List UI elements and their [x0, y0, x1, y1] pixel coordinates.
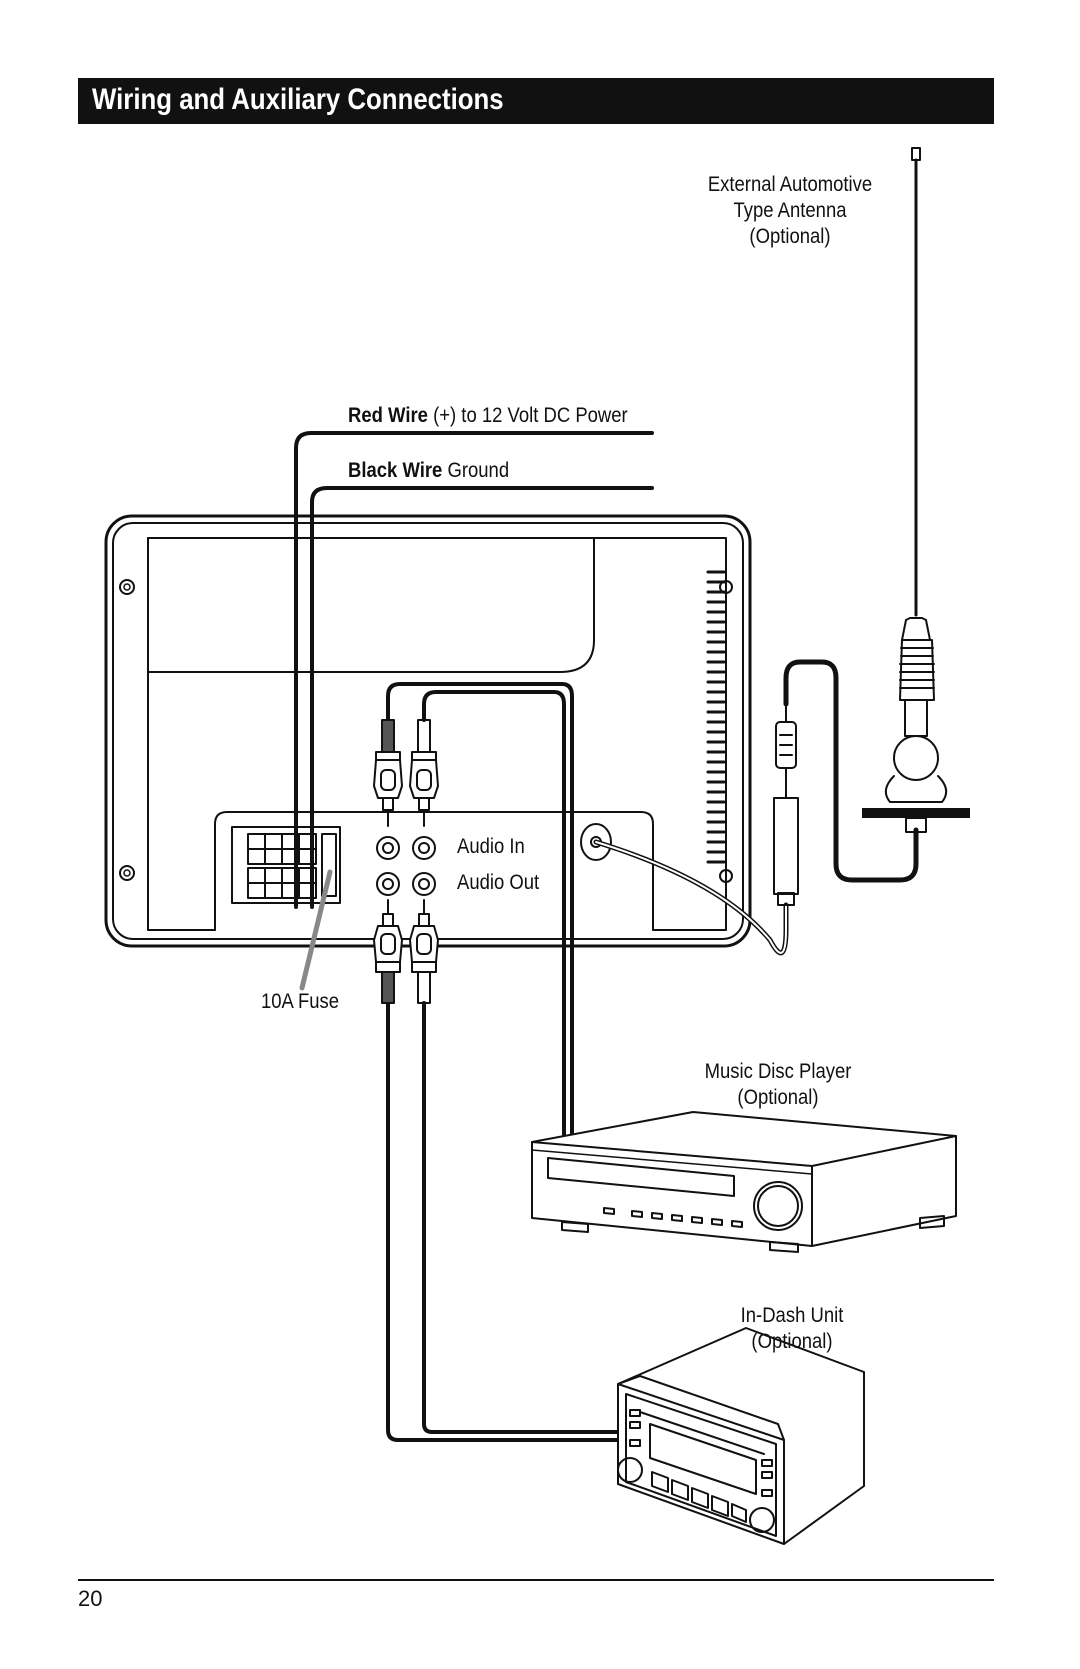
antenna-label-line1: External Automotive [707, 173, 873, 196]
music-disc-player [531, 1111, 957, 1253]
black-wire-label: Black Wire Ground [348, 458, 509, 484]
rca-plugs-upper [373, 719, 439, 827]
black-wire [310, 486, 654, 909]
antenna [884, 147, 948, 803]
vent-slots [706, 570, 726, 864]
antenna-base [862, 808, 970, 818]
red-wire-label-bold: Red Wire [348, 404, 428, 427]
antenna-lead [783, 659, 919, 883]
black-wire-label-rest: Ground [442, 459, 510, 482]
antenna-label-line2: Type Antenna [733, 199, 847, 222]
power-connector [231, 826, 341, 904]
fuse-label: 10A Fuse [261, 990, 340, 1013]
section-header: Wiring and Auxiliary Connections [78, 78, 994, 124]
antenna-label-line3: (Optional) [749, 225, 831, 248]
music-player-label-line2: (Optional) [737, 1086, 819, 1109]
audio-in-label: Audio In [457, 835, 525, 858]
in-dash-unit [617, 1327, 865, 1545]
black-wire-label-bold: Black Wire [348, 459, 443, 482]
rca-plugs-lower [373, 899, 439, 1004]
red-wire-label: Red Wire (+) to 12 Volt DC Power [348, 403, 628, 429]
in-dash-label-line2: (Optional) [751, 1330, 833, 1353]
audio-out-label: Audio Out [457, 871, 540, 894]
in-dash-label-line1: In-Dash Unit [740, 1304, 844, 1327]
audio-cables [386, 682, 622, 1442]
tv-rear-housing [104, 514, 752, 948]
rca-jacks [376, 836, 436, 896]
antenna-adapter [773, 703, 799, 906]
section-title: Wiring and Auxiliary Connections [92, 83, 504, 116]
footer-rule [78, 1579, 994, 1581]
fuse-pointer [299, 869, 333, 991]
page-number: 20 [78, 1586, 103, 1611]
antenna-cable [593, 839, 789, 956]
red-wire-label-rest: (+) to 12 Volt DC Power [427, 404, 628, 427]
music-player-label-line1: Music Disc Player [704, 1060, 852, 1083]
red-wire [294, 431, 654, 909]
